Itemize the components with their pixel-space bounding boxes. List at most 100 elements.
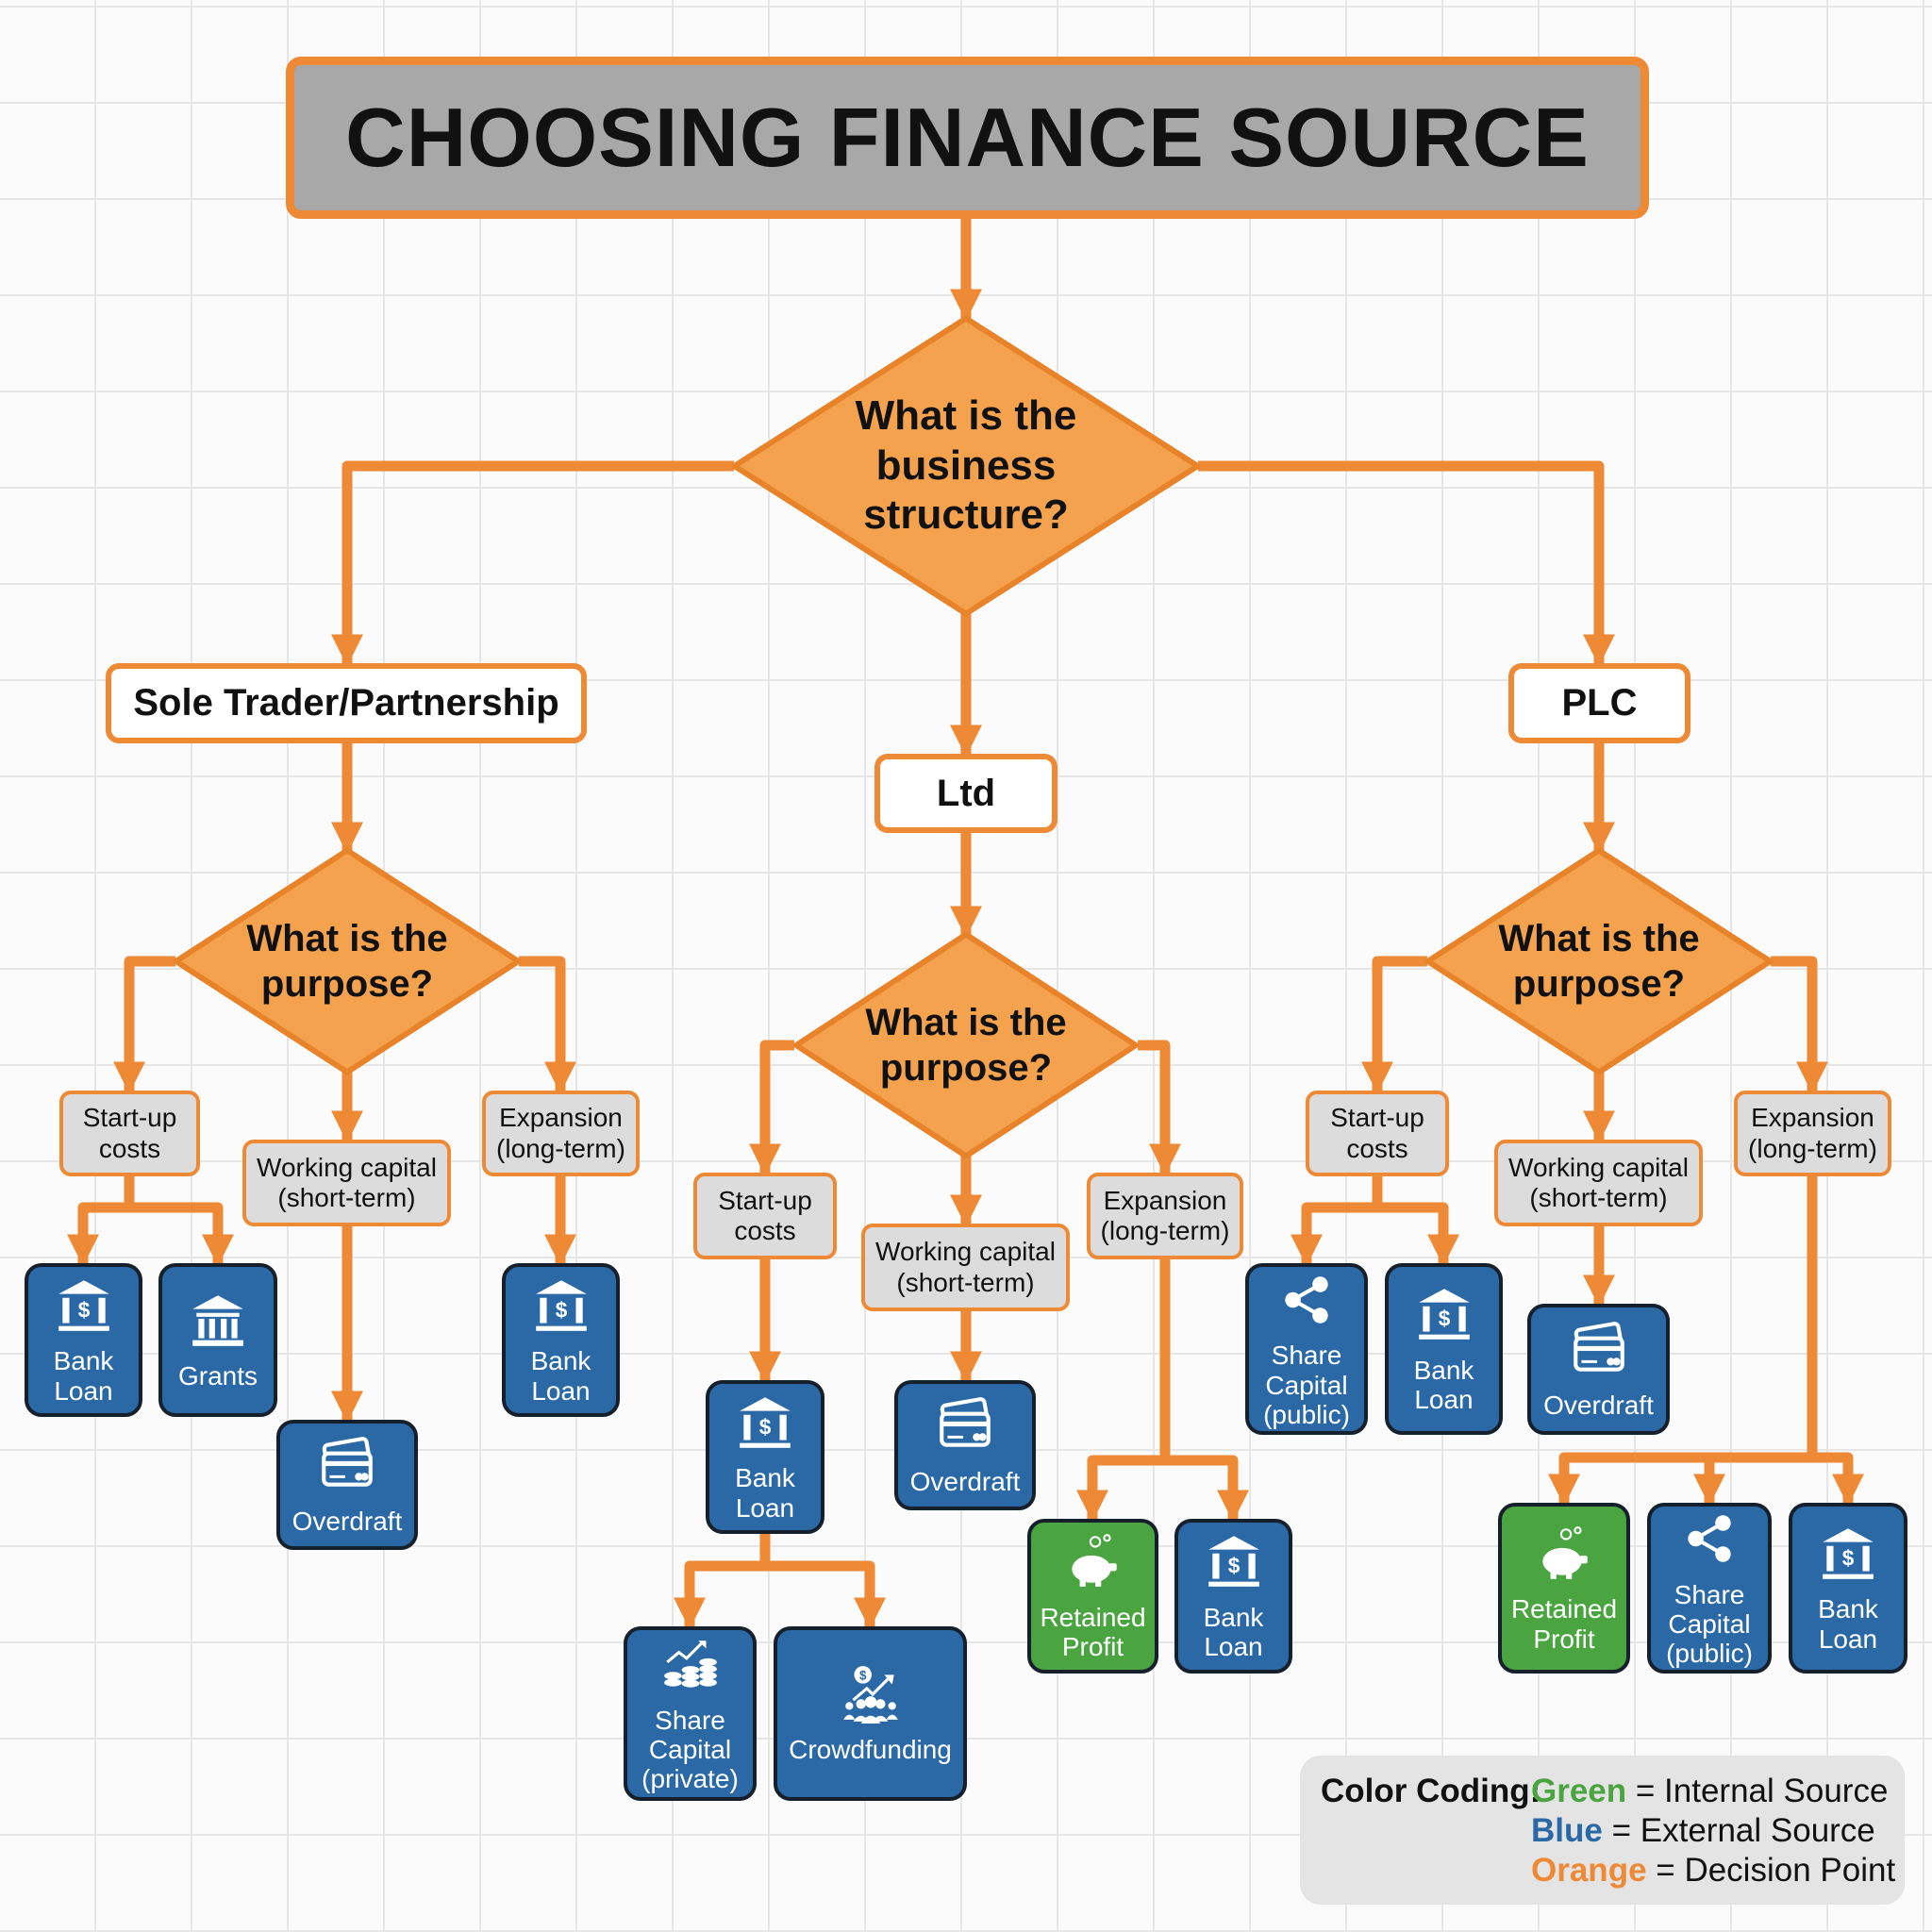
connector-arrow — [1377, 1202, 1459, 1267]
purpose-box: Working capital (short-term) — [1494, 1140, 1703, 1226]
source-label: Share Capital (private) — [641, 1705, 739, 1794]
connector-arrow — [519, 956, 576, 1094]
source-label: Grants — [177, 1361, 258, 1391]
connector-arrow — [113, 956, 175, 1094]
share-icon — [1678, 1507, 1740, 1579]
coins-growth-icon — [659, 1633, 722, 1705]
connector-arrow — [331, 460, 734, 667]
source-label: Crowdfunding — [789, 1735, 952, 1764]
source-label: Bank Loan — [530, 1346, 591, 1406]
connector-arrow — [1771, 956, 1828, 1094]
svg-text:$: $ — [1438, 1307, 1450, 1331]
finance-source-external: $ Crowdfunding — [774, 1626, 967, 1801]
legend-color-word: Green — [1531, 1773, 1627, 1809]
connector-arrow — [1165, 1455, 1249, 1523]
credit-card-icon — [934, 1394, 996, 1466]
bank-icon: $ — [734, 1391, 796, 1463]
color-legend: Color Coding: Green = Internal Source Bl… — [1300, 1756, 1905, 1905]
legend-color-word: Blue — [1531, 1812, 1603, 1849]
legend-item-external: Blue = External Source — [1531, 1812, 1875, 1850]
bank-icon: $ — [1817, 1523, 1879, 1594]
connector-arrow — [1076, 1259, 1171, 1523]
bank-icon: $ — [53, 1274, 115, 1346]
credit-card-icon — [1568, 1319, 1630, 1391]
finance-source-external: Overdraft — [894, 1380, 1036, 1510]
branch-ltd: Ltd — [874, 754, 1058, 833]
connector-arrow — [1291, 1176, 1383, 1267]
page-title: CHOOSING FINANCE SOURCE — [286, 57, 1649, 219]
credit-card-icon — [316, 1434, 378, 1506]
svg-text:$: $ — [759, 1414, 772, 1439]
purpose-box: Working capital (short-term) — [242, 1140, 451, 1226]
purpose-question: What is the purpose? — [246, 918, 448, 1005]
finance-source-external: Share Capital (private) — [624, 1626, 757, 1801]
legend-item-internal: Green = Internal Source — [1531, 1773, 1888, 1810]
source-label: Retained Profit — [1040, 1602, 1146, 1662]
purpose-box: Expansion (long-term) — [1734, 1091, 1891, 1176]
connector-arrow — [1138, 1040, 1181, 1176]
purpose-box: Working capital (short-term) — [861, 1224, 1070, 1311]
svg-text:$: $ — [1227, 1554, 1240, 1578]
legend-heading: Color Coding: — [1321, 1773, 1541, 1809]
finance-source-external: $ Bank Loan — [25, 1263, 142, 1417]
finance-source-external: $ Bank Loan — [1385, 1263, 1503, 1435]
purpose-question: What is the purpose? — [1498, 918, 1700, 1005]
source-label: Share Capital (public) — [1666, 1579, 1753, 1669]
connector-arrow — [67, 1176, 135, 1267]
bank-icon: $ — [1203, 1530, 1265, 1602]
finance-source-internal: Retained Profit — [1498, 1503, 1630, 1674]
purpose-box: Expansion (long-term) — [1087, 1173, 1243, 1259]
svg-text:$: $ — [1842, 1545, 1855, 1570]
source-label: Retained Profit — [1510, 1594, 1618, 1654]
legend-meaning: = Internal Source — [1635, 1773, 1889, 1809]
connector-arrow — [129, 1202, 234, 1267]
svg-text:$: $ — [555, 1297, 567, 1322]
finance-source-external: Share Capital (public) — [1647, 1503, 1772, 1674]
legend-color-word: Orange — [1531, 1852, 1647, 1889]
government-building-icon — [187, 1290, 249, 1361]
source-label: Bank Loan — [1203, 1602, 1264, 1662]
connector-arrow — [749, 1040, 794, 1176]
connector-arrow — [1548, 1176, 1818, 1507]
branch-sole-trader: Sole Trader/Partnership — [106, 663, 587, 743]
source-label: Overdraft — [1543, 1391, 1654, 1420]
share-icon — [1275, 1269, 1338, 1341]
source-label: Overdraft — [909, 1466, 1021, 1496]
source-label: Overdraft — [291, 1506, 403, 1536]
bank-icon: $ — [1413, 1283, 1475, 1355]
finance-source-external: Grants — [158, 1263, 277, 1417]
bank-icon: $ — [530, 1274, 592, 1346]
finance-source-external: $ Bank Loan — [1789, 1503, 1907, 1674]
legend-item-decision: Orange = Decision Point — [1531, 1852, 1895, 1890]
purpose-decision-diamond — [1424, 847, 1774, 1075]
finance-source-internal: Retained Profit — [1027, 1519, 1158, 1674]
legend-meaning: = Decision Point — [1656, 1852, 1896, 1889]
piggy-bank-icon — [1062, 1530, 1124, 1602]
finance-source-external: $Bank Loan — [706, 1380, 824, 1534]
purpose-box: Expansion (long-term) — [482, 1091, 640, 1176]
svg-text:$: $ — [859, 1668, 867, 1682]
svg-text:$: $ — [77, 1297, 90, 1322]
connector-arrow — [1361, 956, 1427, 1094]
root-decision-question: What is the business structure? — [855, 391, 1077, 539]
root-decision-diamond — [731, 315, 1201, 617]
connector-arrow — [1198, 460, 1615, 667]
crowd-funding-icon: $ — [840, 1663, 902, 1735]
finance-source-external: $ Bank Loan — [502, 1263, 620, 1417]
source-label: Bank Loan — [1413, 1355, 1474, 1415]
purpose-decision-diamond — [793, 931, 1139, 1159]
purpose-decision-diamond — [173, 847, 522, 1075]
finance-source-external: Share Capital (public) — [1245, 1263, 1368, 1435]
source-label: Bank Loan — [53, 1346, 114, 1406]
branch-plc: PLC — [1508, 663, 1690, 743]
connector-arrow — [1812, 1452, 1864, 1507]
purpose-box: Start-up costs — [1306, 1091, 1449, 1176]
finance-source-external: Overdraft — [276, 1420, 418, 1550]
purpose-box: Start-up costs — [59, 1091, 200, 1176]
source-label: Share Capital (public) — [1263, 1341, 1350, 1429]
source-label: Bank Loan — [1818, 1594, 1878, 1654]
purpose-box: Start-up costs — [693, 1173, 837, 1259]
purpose-question: What is the purpose? — [865, 1002, 1067, 1089]
legend-meaning: = External Source — [1611, 1812, 1875, 1849]
